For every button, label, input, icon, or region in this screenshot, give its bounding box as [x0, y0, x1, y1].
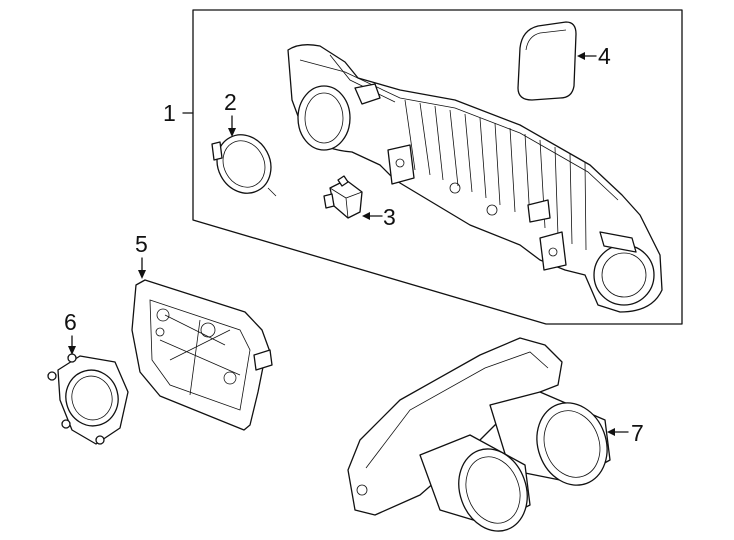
callout-5: 5	[135, 231, 148, 257]
muffler-assembly	[287, 44, 663, 313]
callout-6: 6	[64, 309, 77, 335]
flange	[47, 353, 129, 445]
assembly-box	[192, 9, 683, 325]
leader-lines	[68, 52, 629, 436]
gasket-ring	[211, 134, 277, 197]
rubber-pad	[517, 21, 577, 101]
tailpipe	[347, 337, 611, 532]
callout-2: 2	[224, 89, 237, 115]
callout-3: 3	[383, 204, 396, 230]
callout-7: 7	[631, 420, 644, 446]
callout-1: 1	[163, 100, 176, 126]
sensor-bracket	[323, 175, 363, 219]
heat-shield	[131, 279, 273, 431]
callout-4: 4	[598, 43, 611, 69]
